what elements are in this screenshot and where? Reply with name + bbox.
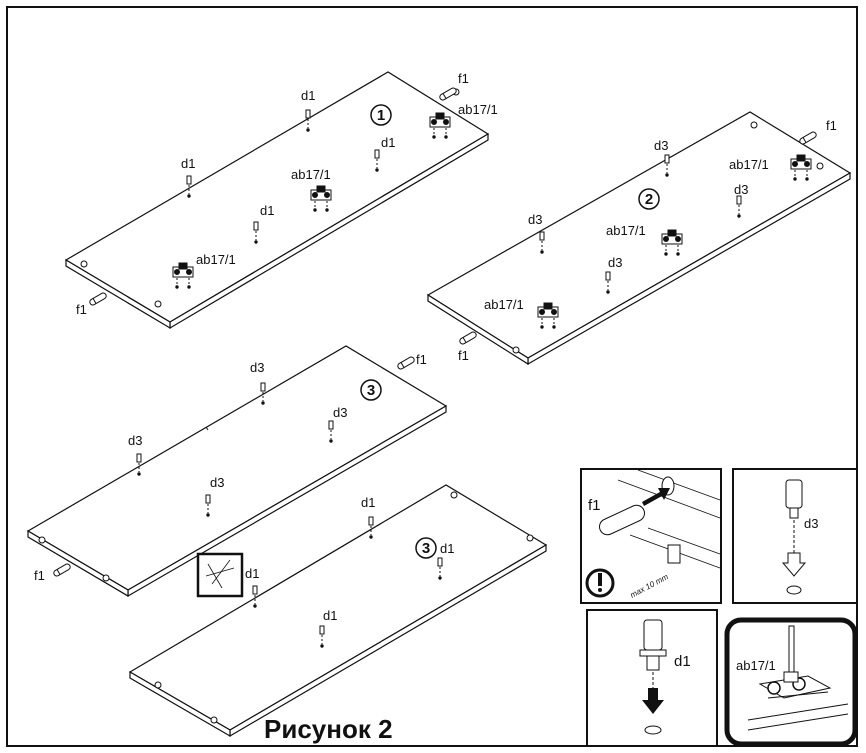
panel-4-label: d1 bbox=[440, 541, 454, 556]
panel-2-label: f1 bbox=[826, 118, 837, 133]
panel-2-label: ab17/1 bbox=[606, 223, 646, 238]
panel-2-label: d3 bbox=[528, 212, 542, 227]
panel-1-label: f1 bbox=[458, 71, 469, 86]
figure-caption: Рисунок 2 bbox=[264, 714, 393, 744]
panel-1-label: d1 bbox=[301, 88, 315, 103]
panel-2-label: d3 bbox=[734, 182, 748, 197]
detail-pin-d3: d3 bbox=[732, 468, 856, 604]
detail-dowel-label: f1 bbox=[588, 497, 601, 514]
panel-4-number-circle bbox=[415, 537, 437, 559]
panel-3-label: d3 bbox=[333, 405, 347, 420]
panel-4-label: d1 bbox=[245, 566, 259, 581]
panel-1-label: ab17/1 bbox=[196, 252, 236, 267]
panel-4-label: d1 bbox=[323, 608, 337, 623]
panel-2-number-circle bbox=[638, 188, 660, 210]
detail-pin-d3-label: d3 bbox=[804, 516, 818, 531]
panel-1: 1 f1 d1 ab17/1 d1 d1 ab17/1 d1 ab17/1 f1 bbox=[64, 71, 498, 330]
panel-1-label: f1 bbox=[76, 302, 87, 317]
panel-2-label: d3 bbox=[608, 255, 622, 270]
panel-2-number: 2 bbox=[645, 191, 653, 208]
panel-3-label: d3 bbox=[128, 433, 142, 448]
panel-1-number: 1 bbox=[377, 107, 385, 124]
panel-3-number-circle bbox=[360, 379, 382, 401]
detail-dowel: f1 max 10 mm bbox=[580, 468, 722, 604]
panel-1-label: d1 bbox=[381, 135, 395, 150]
panel-3-label: f1 bbox=[34, 568, 45, 583]
panel-1-label: ab17/1 bbox=[291, 167, 331, 182]
panel-2: 2 f1 d3 ab17/1 d3 d3 ab17/1 d3 ab17/1 f1 bbox=[426, 111, 852, 366]
panel-1-label: d1 bbox=[260, 203, 274, 218]
panel-3-lower: 3 d1 d1 d1 d1 bbox=[128, 484, 548, 738]
instruction-sheet: 1 f1 d1 ab17/1 d1 d1 ab17/1 d1 ab17/1 f1… bbox=[6, 6, 858, 747]
detail-pin-d1: d1 bbox=[586, 609, 718, 745]
panel-4-number: 3 bbox=[422, 540, 430, 557]
panel-1-number-circle bbox=[370, 104, 392, 126]
panel-3-label: f1 bbox=[416, 352, 427, 367]
panel-2-label: ab17/1 bbox=[729, 157, 769, 172]
panel-3-label: d3 bbox=[210, 475, 224, 490]
panel-3-number: 3 bbox=[367, 382, 375, 399]
detail-hinge-label: ab17/1 bbox=[736, 658, 776, 673]
panel-4-label: d1 bbox=[361, 495, 375, 510]
panel-2-label: f1 bbox=[458, 348, 469, 363]
assembly-diagram: 1 f1 d1 ab17/1 d1 d1 ab17/1 d1 ab17/1 f1… bbox=[26, 71, 856, 745]
panel-2-label: d3 bbox=[654, 138, 668, 153]
panel-3-label: d3 bbox=[250, 360, 264, 375]
panel-2-label: ab17/1 bbox=[484, 297, 524, 312]
detail-hinge: ab17/1 bbox=[724, 617, 856, 745]
detail-pin-d1-label: d1 bbox=[674, 653, 691, 670]
drill-guide-icon bbox=[196, 552, 244, 598]
panel-3-upper: 3 d3 f1 d3 d3 d3 f1 bbox=[26, 345, 448, 598]
panel-1-label: d1 bbox=[181, 156, 195, 171]
panel-1-label: ab17/1 bbox=[458, 102, 498, 117]
